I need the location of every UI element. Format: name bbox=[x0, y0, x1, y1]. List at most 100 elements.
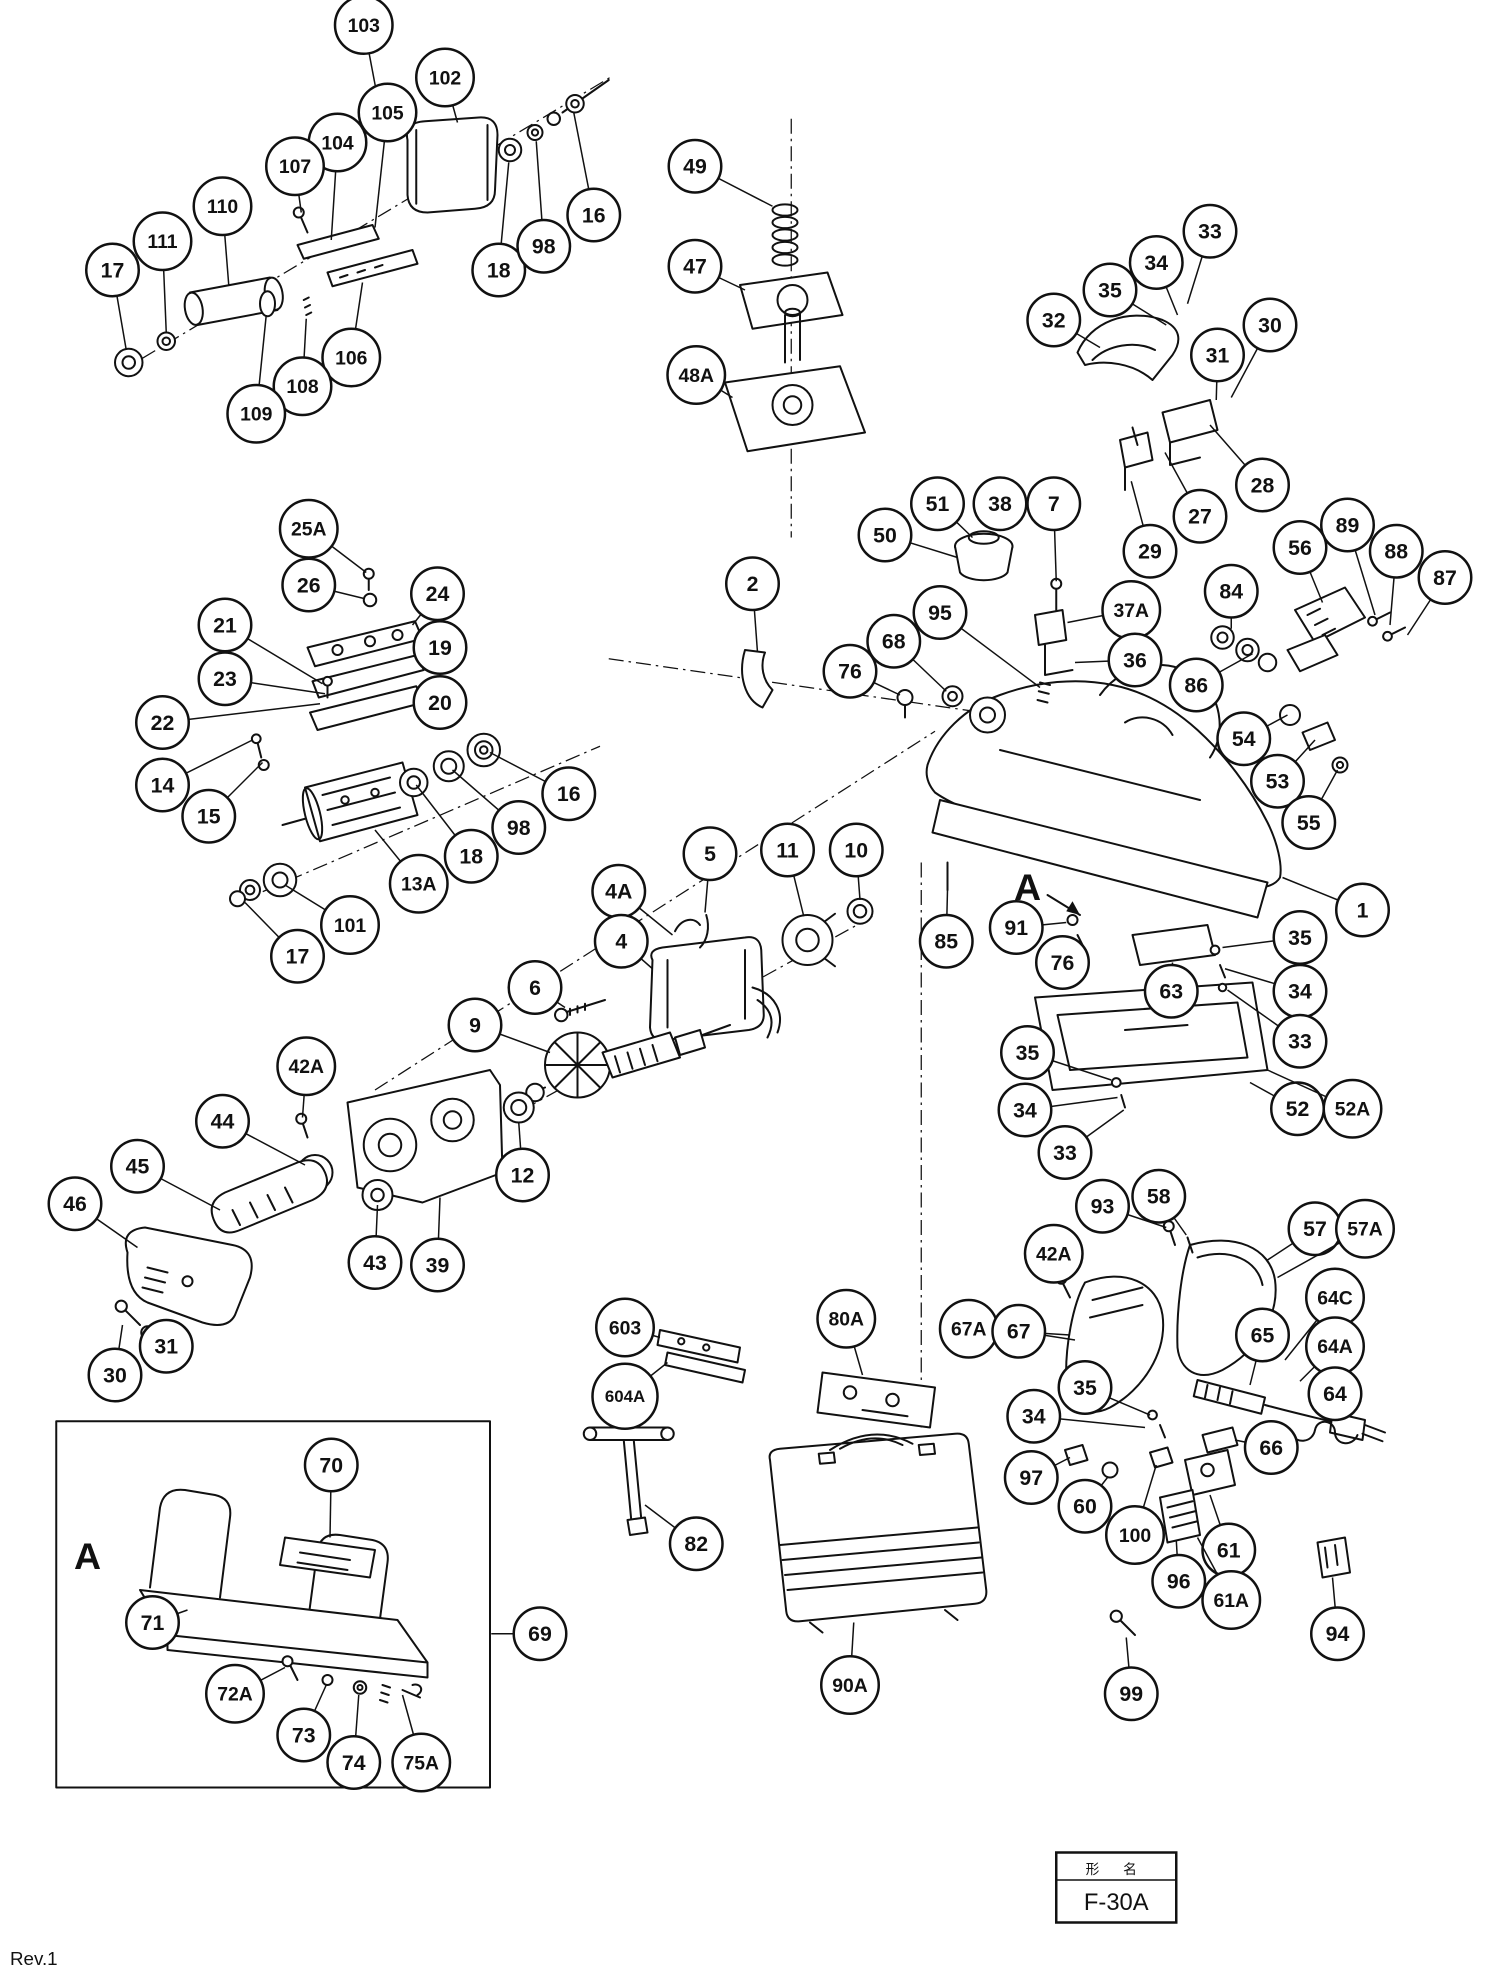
balloon-89: 89 bbox=[1320, 497, 1376, 616]
svg-text:70: 70 bbox=[319, 1453, 343, 1477]
svg-text:36: 36 bbox=[1123, 648, 1147, 672]
svg-text:85: 85 bbox=[934, 930, 958, 954]
svg-text:35: 35 bbox=[1288, 926, 1312, 950]
svg-text:71: 71 bbox=[141, 1611, 165, 1635]
svg-text:61: 61 bbox=[1217, 1538, 1241, 1562]
balloon-24: 24 bbox=[410, 566, 465, 626]
balloon-61: 61 bbox=[1201, 1494, 1257, 1578]
svg-text:17: 17 bbox=[101, 258, 125, 282]
svg-text:104: 104 bbox=[321, 132, 354, 154]
balloon-49: 49 bbox=[667, 138, 773, 207]
svg-text:31: 31 bbox=[154, 1335, 178, 1359]
balloon-26: 26 bbox=[281, 557, 366, 613]
svg-text:55: 55 bbox=[1297, 811, 1321, 835]
balloon-76: 76 bbox=[822, 643, 901, 699]
svg-text:47: 47 bbox=[683, 255, 707, 279]
balloon-93: 93 bbox=[1075, 1178, 1167, 1234]
svg-text:109: 109 bbox=[240, 404, 273, 426]
svg-text:28: 28 bbox=[1251, 473, 1275, 497]
balloon-70: 70 bbox=[303, 1437, 359, 1538]
balloon-18: 18 bbox=[471, 162, 527, 298]
svg-text:102: 102 bbox=[429, 67, 461, 89]
svg-text:10: 10 bbox=[844, 838, 868, 862]
balloon-50: 50 bbox=[857, 507, 958, 563]
balloon-22: 22 bbox=[135, 695, 321, 750]
svg-text:53: 53 bbox=[1266, 770, 1290, 794]
svg-text:16: 16 bbox=[582, 203, 606, 227]
svg-text:96: 96 bbox=[1167, 1570, 1191, 1594]
svg-text:50: 50 bbox=[873, 523, 897, 547]
svg-text:106: 106 bbox=[335, 347, 368, 369]
svg-text:98: 98 bbox=[507, 816, 531, 840]
svg-text:39: 39 bbox=[426, 1253, 450, 1277]
svg-text:13A: 13A bbox=[401, 874, 437, 896]
svg-text:67A: 67A bbox=[951, 1319, 987, 1341]
part-armature-fan-sketch bbox=[502, 897, 874, 1124]
svg-text:93: 93 bbox=[1091, 1195, 1115, 1219]
svg-text:42A: 42A bbox=[1036, 1244, 1072, 1266]
part-gauge-plate-sketch bbox=[816, 1371, 936, 1429]
svg-text:61A: 61A bbox=[1213, 1590, 1249, 1612]
balloon-35: 35 bbox=[1082, 262, 1167, 326]
svg-text:16: 16 bbox=[557, 782, 581, 806]
svg-text:7: 7 bbox=[1048, 492, 1060, 516]
balloon-33: 33 bbox=[1227, 989, 1328, 1069]
svg-text:110: 110 bbox=[207, 196, 238, 218]
balloon-99: 99 bbox=[1103, 1637, 1159, 1722]
balloon-80A: 80A bbox=[816, 1288, 877, 1376]
title-block-field-label: 形 名 bbox=[1086, 1862, 1147, 1877]
svg-text:44: 44 bbox=[211, 1110, 235, 1134]
part-guide-assembly-sketch bbox=[55, 1420, 491, 1789]
svg-text:32: 32 bbox=[1042, 308, 1066, 332]
svg-text:76: 76 bbox=[1051, 951, 1075, 975]
balloon-34: 34 bbox=[1006, 1388, 1146, 1444]
balloon-67: 67 bbox=[991, 1303, 1076, 1359]
svg-text:18: 18 bbox=[487, 258, 511, 282]
balloon-86: 86 bbox=[1168, 653, 1253, 713]
balloon-91: 91 bbox=[988, 900, 1067, 955]
balloon-45: 45 bbox=[110, 1138, 221, 1211]
balloon-13A: 13A bbox=[374, 829, 449, 914]
balloon-66: 66 bbox=[1234, 1420, 1299, 1475]
svg-text:103: 103 bbox=[348, 15, 381, 37]
svg-text:37A: 37A bbox=[1113, 600, 1149, 622]
balloon-76: 76 bbox=[1035, 935, 1090, 990]
svg-text:17: 17 bbox=[286, 945, 310, 969]
balloon-39: 39 bbox=[410, 1197, 465, 1293]
svg-text:35: 35 bbox=[1098, 278, 1122, 302]
svg-text:105: 105 bbox=[371, 102, 404, 124]
balloon-94: 94 bbox=[1310, 1577, 1365, 1662]
balloon-102: 102 bbox=[415, 47, 475, 123]
svg-text:86: 86 bbox=[1184, 673, 1208, 697]
svg-text:80A: 80A bbox=[828, 1309, 864, 1331]
svg-text:604A: 604A bbox=[605, 1387, 645, 1406]
part-front-handle-bar-sketch bbox=[114, 276, 313, 378]
balloon-111: 111 bbox=[132, 211, 193, 333]
svg-text:89: 89 bbox=[1336, 513, 1360, 537]
part-stator-sketch bbox=[649, 914, 781, 1042]
svg-text:99: 99 bbox=[1119, 1682, 1143, 1706]
balloon-54: 54 bbox=[1216, 711, 1288, 767]
balloon-74: 74 bbox=[326, 1694, 382, 1790]
balloon-43: 43 bbox=[347, 1204, 403, 1290]
part-lock-knob-sketch bbox=[954, 507, 1074, 676]
svg-text:73: 73 bbox=[292, 1723, 316, 1747]
balloon-75A: 75A bbox=[391, 1694, 452, 1793]
balloon-34: 34 bbox=[1128, 235, 1184, 316]
balloon-42A: 42A bbox=[1023, 1223, 1084, 1284]
svg-text:84: 84 bbox=[1219, 580, 1243, 604]
balloon-56: 56 bbox=[1272, 520, 1328, 603]
balloon-18: 18 bbox=[415, 784, 499, 884]
balloon-110: 110 bbox=[192, 176, 253, 286]
svg-text:108: 108 bbox=[286, 376, 319, 398]
balloon-31: 31 bbox=[138, 1318, 194, 1374]
balloon-82: 82 bbox=[644, 1504, 724, 1572]
balloon-95: 95 bbox=[912, 585, 1041, 689]
balloon-51: 51 bbox=[910, 476, 974, 539]
svg-text:23: 23 bbox=[213, 667, 237, 691]
balloon-65: 65 bbox=[1235, 1307, 1290, 1386]
balloon-108: 108 bbox=[272, 318, 333, 417]
balloon-48A: 48A bbox=[666, 345, 733, 405]
balloon-52A: 52A bbox=[1267, 1069, 1383, 1139]
svg-text:72A: 72A bbox=[217, 1684, 253, 1706]
